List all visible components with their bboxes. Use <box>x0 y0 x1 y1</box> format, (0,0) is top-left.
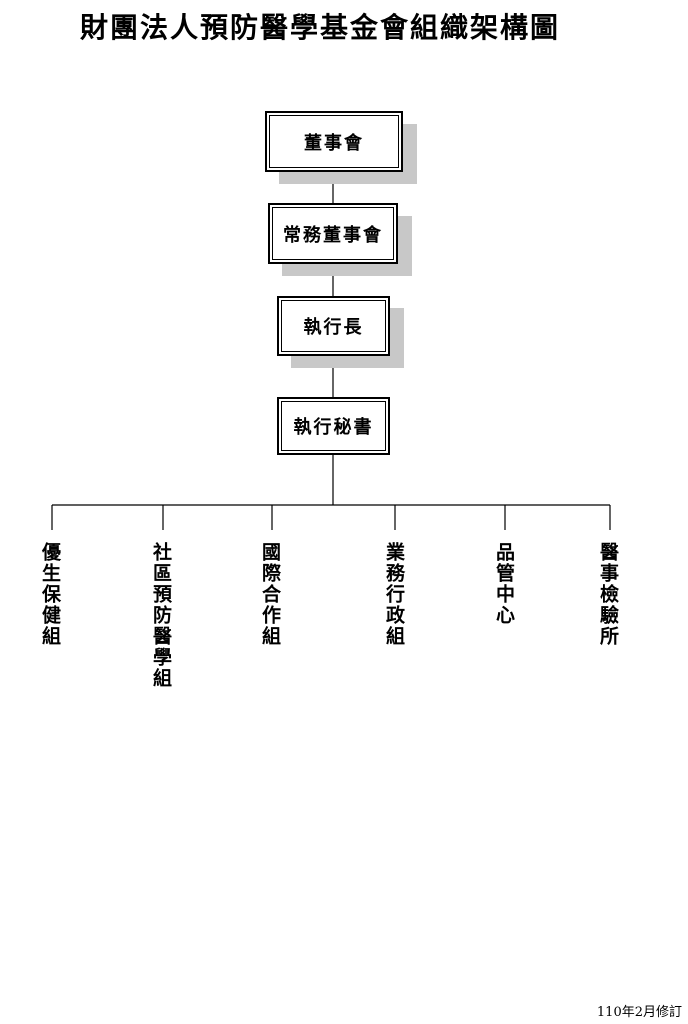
executive-board-box: 常務董事會 <box>268 203 398 264</box>
department-5: 品管中心 <box>493 542 515 626</box>
ceo-box: 執行長 <box>277 296 390 356</box>
department-4: 業務行政組 <box>383 542 405 647</box>
department-6: 醫事檢驗所 <box>597 542 619 647</box>
board-box: 董事會 <box>265 111 403 172</box>
department-2: 社區預防醫學組 <box>150 542 172 689</box>
revision-note: 110年2月修訂 <box>596 1005 682 1020</box>
ceo-label: 執行長 <box>303 317 364 338</box>
executive-board-label: 常務董事會 <box>283 224 383 246</box>
chart-title: 財團法人預防醫學基金會組織架構圖 <box>79 11 560 44</box>
board-label: 董事會 <box>304 132 364 154</box>
executive-secretary-box: 執行秘書 <box>277 397 390 455</box>
department-1: 優生保健組 <box>39 542 61 647</box>
executive-secretary-label: 執行秘書 <box>293 417 374 438</box>
department-3: 國際合作組 <box>259 542 281 647</box>
